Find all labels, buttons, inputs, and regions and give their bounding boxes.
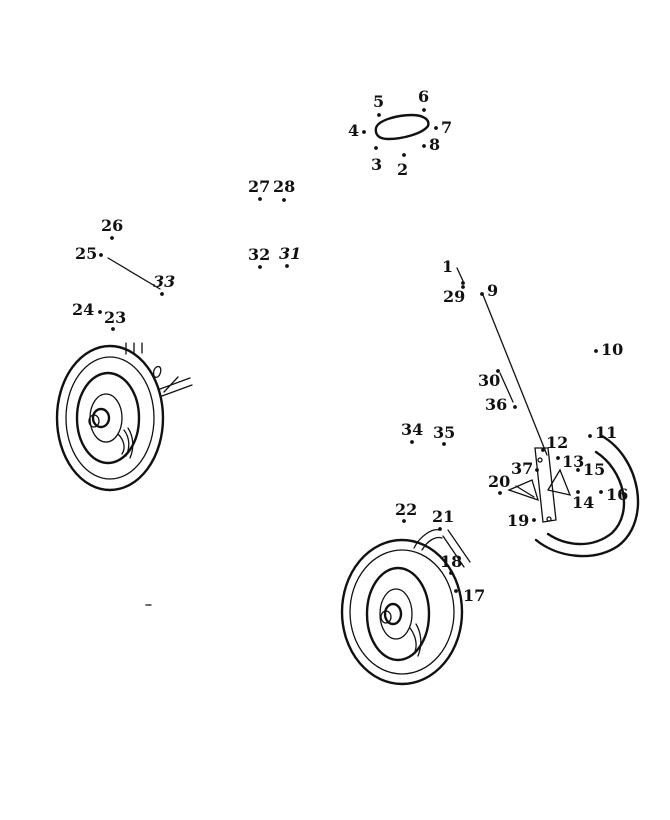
dot-10: 10 [594, 340, 623, 359]
svg-text:12: 12 [546, 433, 568, 452]
dot-15: 15 [576, 460, 605, 479]
dot-19: 19 [507, 511, 536, 530]
svg-text:23: 23 [104, 308, 126, 327]
dot-35: 35 [433, 423, 455, 446]
dot-22: 22 [395, 500, 417, 523]
svg-text:13: 13 [562, 452, 584, 471]
svg-text:26: 26 [101, 216, 123, 235]
svg-text:36: 36 [485, 395, 507, 414]
svg-text:11: 11 [595, 423, 617, 442]
dot-1: 1 [442, 257, 465, 285]
svg-text:24: 24 [72, 300, 94, 319]
svg-text:7: 7 [441, 118, 452, 137]
dot-20: 20 [488, 472, 510, 495]
dot-7: 7 [434, 118, 452, 137]
front-fork [507, 447, 572, 523]
svg-text:1: 1 [442, 257, 453, 276]
dot-16: 16 [599, 485, 628, 504]
dot-6: 6 [418, 87, 429, 112]
svg-text:30: 30 [478, 371, 500, 390]
dot-2: 2 [397, 153, 408, 179]
svg-text:5: 5 [373, 92, 384, 111]
svg-text:20: 20 [488, 472, 510, 491]
svg-text:32: 32 [248, 245, 270, 264]
dot-27: 27 [248, 177, 270, 201]
svg-text:15: 15 [583, 460, 605, 479]
svg-text:35: 35 [433, 423, 455, 442]
svg-text:10: 10 [601, 340, 623, 359]
dot-30: 30 [478, 369, 500, 390]
dot-36: 36 [485, 395, 517, 414]
head-outline [374, 113, 430, 141]
front-wheel [534, 434, 640, 558]
dot-14: 14 [572, 490, 594, 512]
dot-29: 29 [443, 285, 465, 306]
svg-text:4: 4 [348, 121, 359, 140]
dot-3: 3 [371, 146, 382, 174]
dot-5: 5 [373, 92, 384, 117]
dot-37: 37 [511, 459, 539, 478]
svg-text:18: 18 [440, 552, 462, 571]
svg-text:14: 14 [572, 493, 594, 512]
middle-fork [413, 529, 471, 568]
svg-text:3: 3 [371, 155, 382, 174]
svg-text:37: 37 [511, 459, 533, 478]
svg-text:28: 28 [273, 177, 295, 196]
svg-text:16: 16 [606, 485, 628, 504]
svg-text:34: 34 [401, 420, 423, 439]
dot-12: 12 [541, 433, 568, 452]
dot-21: 21 [432, 507, 454, 531]
dot-4: 4 [348, 121, 366, 140]
svg-text:21: 21 [432, 507, 454, 526]
svg-text:19: 19 [507, 511, 529, 530]
arm-stroke [107, 257, 161, 290]
hand-stroke [456, 267, 464, 282]
dot-13: 13 [556, 452, 584, 471]
dot-26: 26 [101, 216, 123, 240]
dot-34: 34 [401, 420, 423, 444]
pole-stroke [482, 294, 548, 456]
svg-text:6: 6 [418, 87, 429, 106]
dot-23: 23 [104, 308, 126, 331]
svg-text:2: 2 [397, 160, 408, 179]
svg-text:31: 31 [279, 244, 301, 263]
svg-text:33: 33 [153, 272, 175, 291]
numbered-dots: 1 2 3 4 5 6 7 8 9 10 11 12 13 14 15 16 1… [72, 87, 628, 606]
dot-32: 32 [248, 245, 270, 269]
dot-17: 17 [454, 586, 485, 605]
dot-28: 28 [273, 177, 295, 202]
dot-33: 33 [153, 272, 175, 296]
leg-stroke [499, 372, 514, 403]
dot-9: 9 [480, 281, 498, 300]
middle-wheel [340, 538, 464, 686]
dot-24: 24 [72, 300, 102, 319]
svg-text:8: 8 [429, 135, 440, 154]
rear-wheel [55, 344, 165, 492]
dot-11: 11 [588, 423, 617, 442]
dot-18: 18 [440, 552, 462, 575]
dot-8: 8 [422, 135, 440, 154]
svg-text:27: 27 [248, 177, 270, 196]
dot-25: 25 [75, 244, 103, 263]
svg-text:17: 17 [463, 586, 485, 605]
svg-text:29: 29 [443, 287, 465, 306]
line-art [55, 113, 640, 686]
svg-text:22: 22 [395, 500, 417, 519]
dot-31: 31 [279, 244, 301, 268]
svg-text:9: 9 [487, 281, 498, 300]
rear-axle [125, 342, 193, 397]
svg-text:25: 25 [75, 244, 97, 263]
